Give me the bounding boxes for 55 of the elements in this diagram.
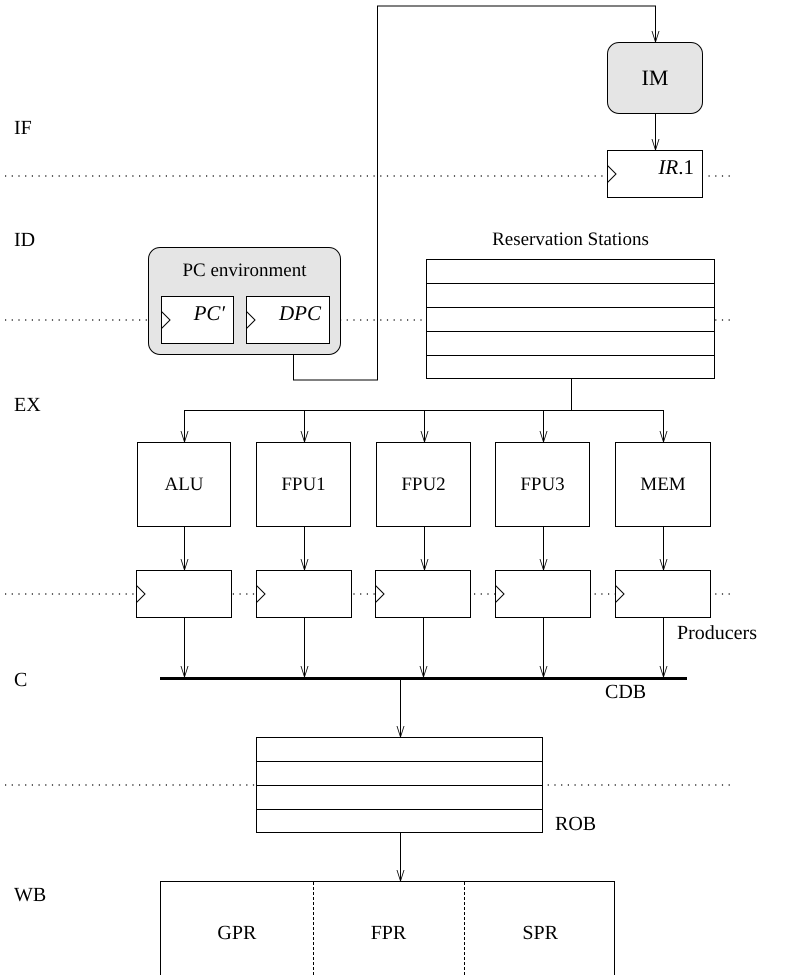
bus-line [160, 677, 687, 680]
table-heading: Reservation Stations [491, 229, 650, 251]
text-label: ID [14, 229, 36, 251]
arrow [540, 618, 548, 678]
arrow [396, 680, 404, 738]
text-label: IF [14, 117, 32, 139]
arrow [180, 526, 188, 570]
register-box [161, 296, 234, 344]
text-label: EX [14, 394, 41, 416]
memory-box [607, 42, 703, 114]
arrow [571, 378, 668, 442]
unit-label: ALU [164, 474, 204, 496]
arrow [396, 832, 404, 882]
unit-box [495, 442, 590, 527]
register-box [246, 296, 330, 344]
register-box [495, 570, 591, 618]
register-label: IR.1 [658, 155, 694, 179]
group-title: PC environment [181, 260, 308, 282]
unit-box [615, 442, 711, 527]
register-box [256, 570, 352, 618]
unit-box [137, 442, 231, 527]
register-label: PC′ [194, 301, 225, 325]
register-file-box [160, 881, 615, 975]
register-file-label: SPR [521, 922, 559, 945]
group-box [148, 247, 341, 355]
beside-label: ROB [555, 813, 596, 836]
memory-label: IM [642, 65, 668, 91]
register-box [375, 570, 471, 618]
register-label: DPC [279, 301, 321, 325]
buffer-table [256, 737, 543, 833]
unit-label: FPU1 [281, 474, 326, 496]
unit-label: MEM [640, 474, 686, 496]
arrow [420, 618, 428, 678]
text-label: WB [14, 884, 46, 906]
text-label: Producers [677, 622, 757, 644]
arrow [293, 6, 660, 380]
arrow [660, 526, 668, 570]
unit-box [376, 442, 471, 527]
arrow [660, 618, 668, 678]
arrow [540, 526, 548, 570]
register-box [136, 570, 232, 618]
register-file-label: FPR [370, 922, 408, 945]
arrow [420, 526, 428, 570]
unit-box [256, 442, 351, 527]
text-label: CDB [605, 681, 646, 703]
arrow [300, 618, 308, 678]
arrow [180, 618, 188, 678]
unit-label: FPU3 [520, 474, 565, 496]
register-box [615, 570, 711, 618]
register-box [607, 150, 703, 198]
text-label: C [14, 669, 28, 691]
register-file-label: GPR [216, 922, 258, 945]
arrow [652, 114, 660, 150]
arrow [300, 526, 308, 570]
unit-label: FPU2 [401, 474, 446, 496]
